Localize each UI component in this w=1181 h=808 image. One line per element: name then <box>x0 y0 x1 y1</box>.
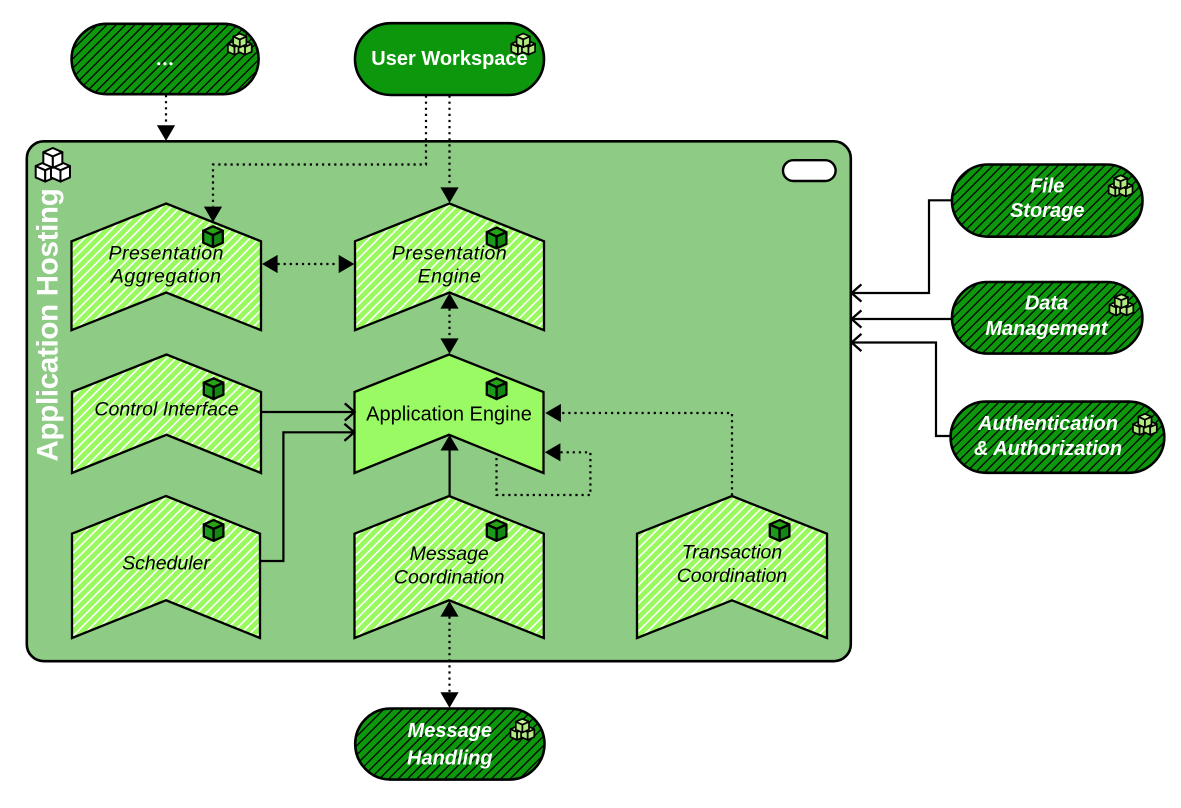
svg-text:Presentation: Presentation <box>108 242 224 264</box>
svg-text:Message: Message <box>408 720 493 742</box>
svg-text:Coordination: Coordination <box>677 565 788 587</box>
svg-text:Coordination: Coordination <box>394 566 505 588</box>
svg-text:Handling: Handling <box>407 747 493 769</box>
svg-text:User Workspace: User Workspace <box>371 48 527 70</box>
svg-text:File: File <box>1030 176 1064 198</box>
svg-text:Scheduler: Scheduler <box>122 553 211 575</box>
svg-text:Control Interface: Control Interface <box>94 399 238 421</box>
svg-text:Presentation: Presentation <box>392 242 508 264</box>
svg-text:Message: Message <box>410 543 489 565</box>
svg-text:Aggregation: Aggregation <box>110 265 222 287</box>
svg-text:Application Engine: Application Engine <box>366 404 532 426</box>
svg-text:& Authorization: & Authorization <box>974 438 1122 460</box>
svg-text:Management: Management <box>985 318 1109 340</box>
svg-text:Storage: Storage <box>1010 200 1084 222</box>
svg-text:Data: Data <box>1025 293 1068 315</box>
svg-text:Application Hosting: Application Hosting <box>32 189 65 462</box>
svg-text:Transaction: Transaction <box>682 541 782 563</box>
svg-text:Engine: Engine <box>418 265 482 287</box>
svg-text:Authentication: Authentication <box>977 413 1118 435</box>
